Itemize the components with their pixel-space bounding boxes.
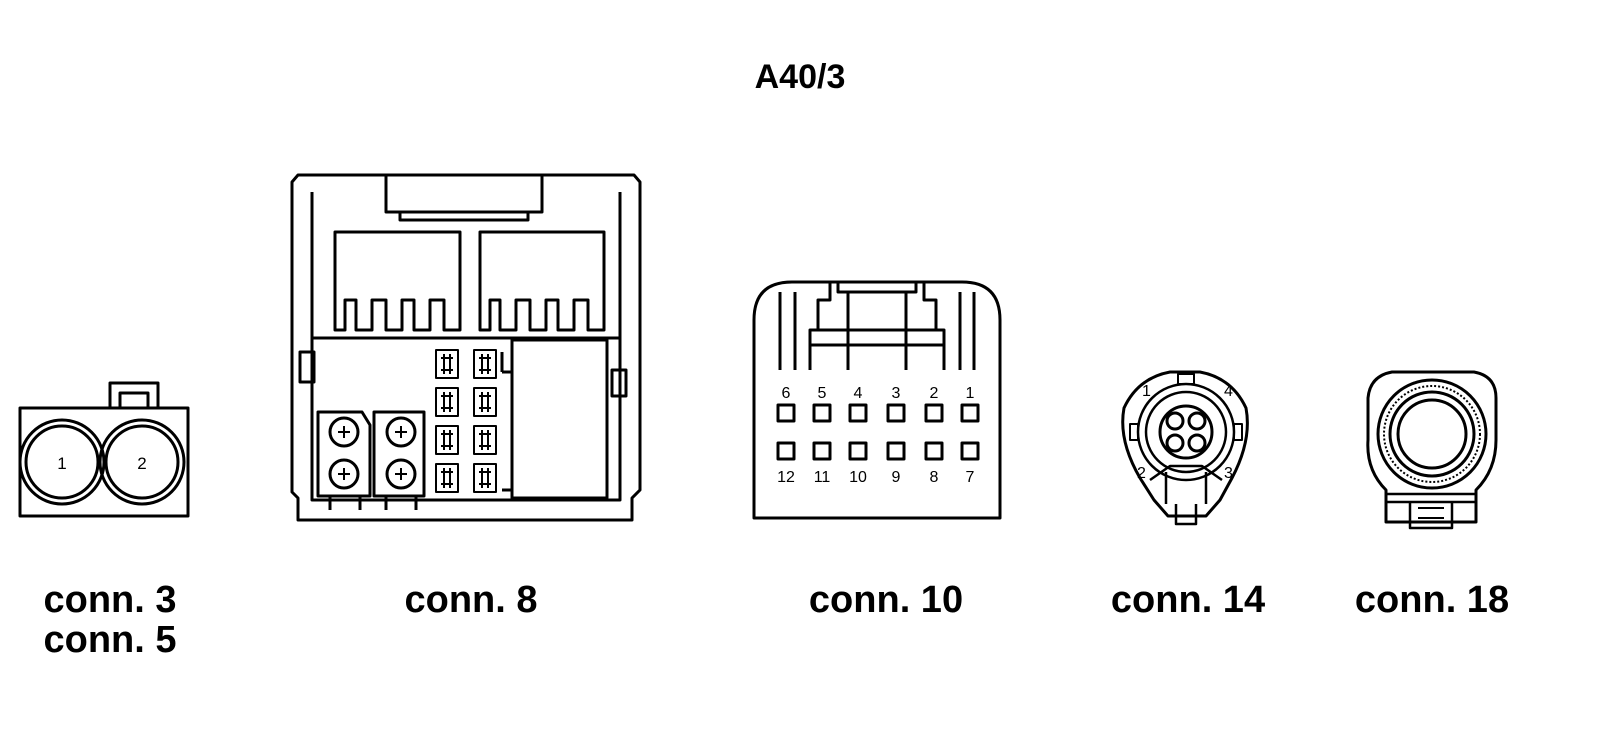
conn14-pin-2: 2 — [1137, 465, 1146, 482]
connector-3-5-face: 1 2 — [18, 381, 190, 518]
conn10-pin-cavity — [812, 441, 832, 461]
conn10-pin-label: 4 — [854, 385, 863, 402]
conn10-pin-cavity — [924, 441, 944, 461]
conn14-pin-4: 4 — [1224, 383, 1233, 400]
conn10-pin-cavity — [776, 403, 796, 423]
conn10-pin-label: 11 — [814, 469, 831, 486]
conn10-pin-cavity — [886, 441, 906, 461]
connector-18-label: conn. 18 — [1354, 579, 1510, 621]
connector-8-face — [290, 173, 642, 522]
conn10-pin-cavity — [776, 441, 796, 461]
conn14-pin-3: 3 — [1224, 465, 1233, 482]
connector-14-label: conn. 14 — [1110, 579, 1266, 621]
conn35-pin-2: 2 — [137, 454, 146, 473]
conn10-pin-label: 2 — [930, 385, 939, 402]
connector-18-face — [1366, 370, 1498, 530]
conn10-pin-cavity — [886, 403, 906, 423]
connector-14-face: 1 4 2 3 — [1121, 370, 1249, 526]
conn10-pin-label: 5 — [818, 385, 827, 402]
conn10-pin-cavity — [960, 441, 980, 461]
connector-3-label: conn. 3 — [43, 579, 177, 621]
conn10-pin-cavity — [960, 403, 980, 423]
conn35-pin-1: 1 — [57, 454, 66, 473]
connector-8-label: conn. 8 — [404, 579, 538, 621]
conn10-pin-label: 6 — [782, 385, 791, 402]
diagram-title: A40/3 — [754, 58, 846, 96]
connector-10-face — [752, 280, 1002, 520]
conn10-pin-cavity — [812, 403, 832, 423]
conn10-pin-cavity — [848, 441, 868, 461]
conn10-pin-label: 9 — [892, 469, 901, 486]
connector-3-5-label: conn. 3 conn. 5 — [30, 580, 190, 660]
conn14-pin-1: 1 — [1142, 383, 1151, 400]
conn10-pin-label: 3 — [892, 385, 901, 402]
conn10-pin-label: 1 — [966, 385, 975, 402]
conn10-pin-label: 12 — [777, 469, 795, 486]
connector-10-pins: 6 5 4 3 2 1 12 11 10 9 8 7 — [776, 385, 980, 486]
conn10-pin-label: 8 — [930, 469, 939, 486]
conn10-pin-cavity — [848, 403, 868, 423]
conn10-pin-cavity — [924, 403, 944, 423]
conn10-pin-label: 10 — [849, 469, 867, 486]
connector-5-label: conn. 5 — [43, 619, 177, 661]
conn10-pin-label: 7 — [966, 469, 975, 486]
connector-10-label: conn. 10 — [808, 579, 964, 621]
